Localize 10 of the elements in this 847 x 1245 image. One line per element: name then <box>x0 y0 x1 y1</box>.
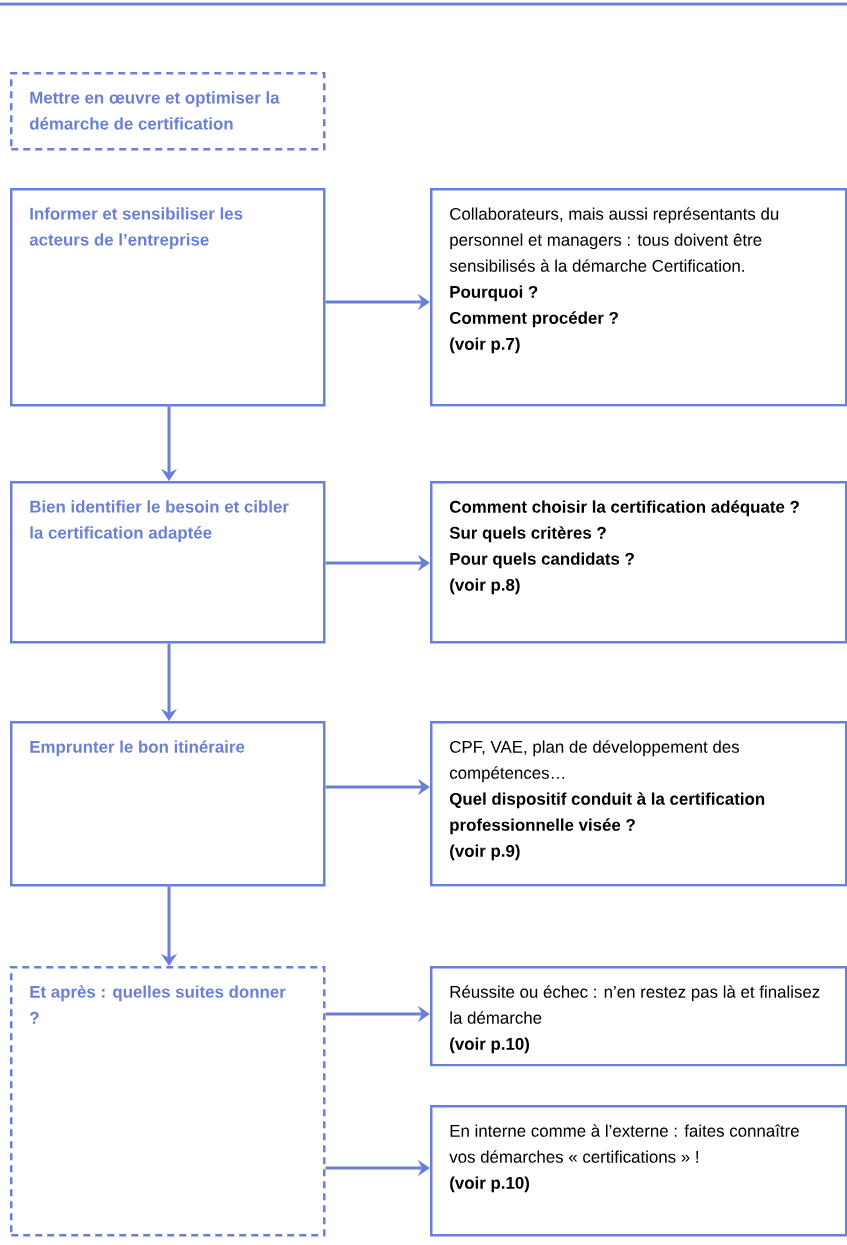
step-box: Informer et sensibiliser les acteurs de l’entreprise <box>10 188 326 407</box>
step-box: Bien identifier le besoin et cibler la certification adaptée <box>10 481 326 644</box>
info-box: Comment choisir la certification adéquate ? Sur quels critères ? Pour quels candidats ? (voir p.8) <box>430 481 847 644</box>
step-box: Emprunter le bon itinéraire <box>10 721 326 887</box>
info-box: CPF, VAE, plan de développement des compétences… Quel dispositif conduit à la certification professionnelle visée ? (voir p.9) <box>430 721 847 887</box>
info-box: En interne comme à l’externe : faites connaître vos démarches « certifications » ! (voir p.10) <box>430 1105 847 1237</box>
info-box: Réussite ou échec : n’en restez pas là et finalisez la démarche (voir p.10) <box>430 966 847 1067</box>
info-box: Collaborateurs, mais aussi représentants du personnel et managers : tous doivent être sensibilisés à la démarche Certification. Pourquoi ? Comment procéder ? (voir p.7) <box>430 188 847 407</box>
step-box: Et après : quelles suites donner ? <box>10 966 326 1237</box>
step-box: Mettre en œuvre et optimiser la démarche de certification <box>10 72 326 151</box>
